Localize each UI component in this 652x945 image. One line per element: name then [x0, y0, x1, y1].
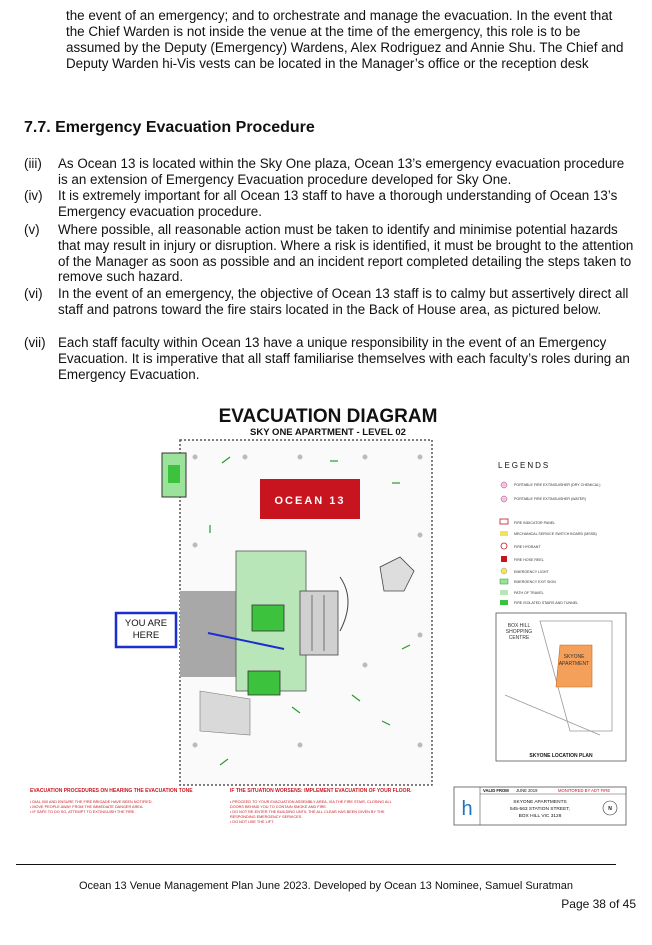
location-label: APARTMENT [559, 661, 589, 667]
north-arrow-icon [602, 800, 618, 816]
evacuation-diagram: EVACUATION DIAGRAM SKY ONE APARTMENT - L… [30, 406, 627, 826]
legend: LEGENDS PORTABLE FIRE EXTINGUISHER (DRY … [498, 461, 600, 605]
item-text: In the event of an emergency, the object… [58, 286, 629, 317]
valid-from-value: JUNE 2019 [516, 788, 538, 793]
legend-item: PORTABLE FIRE EXTINGUISHER (WATER) [514, 497, 586, 501]
page-number: Page 38 of 45 [561, 897, 636, 911]
legend-item: PATH OF TRAVEL [514, 591, 544, 595]
location-plan-title: SKYONE LOCATION PLAN [529, 753, 593, 759]
you-are-here-line1: YOU ARE [125, 618, 167, 629]
fire-panel-icon [499, 518, 509, 525]
item-number: (vi) [24, 286, 43, 301]
legend-title: LEGENDS [498, 461, 550, 470]
item-text: It is extremely important for all Ocean … [58, 188, 618, 219]
item-text: Where possible, all reasonable action mu… [58, 222, 634, 285]
extinguisher-water-icon [500, 495, 508, 503]
footer-text: Ocean 13 Venue Management Plan June 2023… [78, 880, 574, 892]
intro-paragraph: the event of an emergency; and to orches… [66, 8, 624, 71]
item-text: Each staff faculty within Ocean 13 have … [58, 335, 630, 382]
you-are-here-line2: HERE [133, 630, 159, 641]
location-label: SKYONE [564, 654, 586, 660]
address-line: SKYONE APARTMENTS [513, 799, 566, 805]
legend-item: FIRE HYDRANT [514, 545, 541, 549]
section-heading: 7.7. Emergency Evacuation Procedure [24, 119, 315, 136]
company-logo: h [461, 798, 472, 820]
location-plan: BOX HILL SHOPPING CENTRE SKYONE APARTMEN… [495, 612, 627, 762]
diagram-subtitle: SKY ONE APARTMENT - LEVEL 02 [250, 427, 406, 438]
exit-sign-icon [499, 578, 509, 585]
item-number: (iii) [24, 156, 42, 171]
hose-reel-icon [501, 556, 507, 562]
venue-label: OCEAN 13 [274, 495, 345, 507]
legend-item: FIRE ISOLATED STAIRS AND TUNNEL [514, 601, 578, 605]
procedure-line: • MOVE PEOPLE AWAY FROM THE IMMEDIATE DA… [30, 805, 143, 809]
legend-item: FIRE HOSE REEL [514, 558, 544, 562]
hydrant-icon [500, 542, 508, 550]
worsens-line: • DO NOT USE THE LIFT. [230, 820, 274, 824]
worsens-line: • DO NOT RE-ENTER THE BUILDING UNTIL THE… [230, 810, 385, 814]
info-block: h VALID FROM JUNE 2019 MONITORED BY ADT … [453, 786, 627, 826]
address-line: BOX HILL VIC 3128 [519, 813, 562, 819]
item-number: (vii) [24, 335, 46, 350]
extinguisher-dry-icon [500, 481, 508, 489]
item-text: As Ocean 13 is located within the Sky On… [58, 156, 625, 187]
worsens-title: IF THE SITUATION WORSENS: IMPLEMENT EVAC… [230, 788, 412, 794]
location-label: BOX HILL [508, 623, 531, 629]
legend-item: EMERGENCY EXIT SIGN [514, 580, 556, 584]
location-label: CENTRE [509, 635, 530, 641]
footer-divider [16, 864, 616, 865]
legend-item: MECHANICAL SERVICE SWITCH BOARD (MSSB) [514, 532, 597, 536]
floor-plan: OCEAN 13 YOU ARE HERE [114, 439, 433, 786]
procedures-title: EVACUATION PROCEDURES ON HEARING THE EVA… [30, 788, 193, 794]
valid-from-label: VALID FROM [483, 788, 509, 793]
legend-item: PORTABLE FIRE EXTINGUISHER (DRY CHEMICAL… [514, 483, 600, 487]
venue-block [260, 479, 360, 519]
diagram-title: EVACUATION DIAGRAM [219, 406, 438, 427]
path-of-travel-icon [500, 590, 508, 595]
emergency-light-icon [500, 567, 508, 575]
address-line: 545-563 STATION STREET, [510, 806, 570, 812]
item-number: (iv) [24, 188, 43, 203]
procedures: EVACUATION PROCEDURES ON HEARING THE EVA… [30, 788, 412, 824]
procedure-line: • DIAL 000 AND ENSURE THE FIRE BRIGADE H… [30, 800, 153, 804]
fire-stairs-icon [500, 600, 508, 605]
worsens-line: DOORS BEHIND YOU TO CONTAIN SMOKE AND FI… [230, 805, 327, 809]
legend-item: EMERGENCY LIGHT [514, 570, 549, 574]
switchboard-icon [500, 531, 508, 536]
worsens-line: • PROCEED TO YOUR EVACUATION ASSEMBLY AR… [230, 800, 392, 804]
item-number: (v) [24, 222, 40, 237]
monitored-by: MONITORED BY ADT FIRE [558, 788, 610, 793]
north-label: N [608, 806, 612, 812]
legend-item: FIRE INDICATOR PANEL [514, 521, 555, 525]
procedure-line: • IF SAFE TO DO SO, ATTEMPT TO EXTINGUIS… [30, 810, 135, 814]
worsens-line: RESPONDING EMERGENCY SERVICES. [230, 815, 302, 819]
you-are-here-marker [114, 611, 178, 649]
location-label: SHOPPING [506, 629, 533, 635]
